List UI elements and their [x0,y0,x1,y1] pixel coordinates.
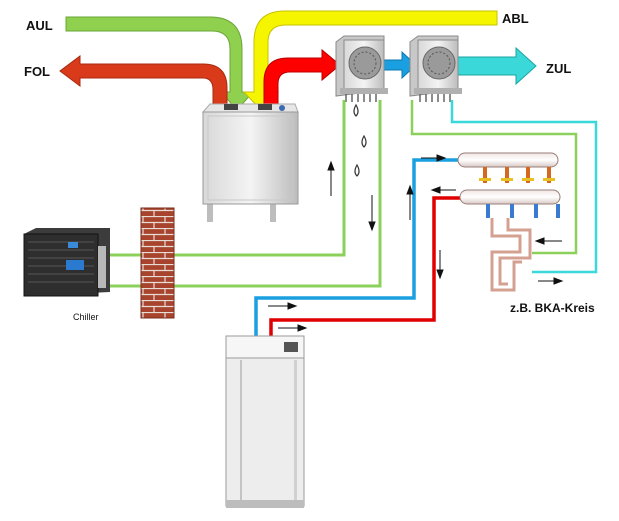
fol-label: FOL [24,64,50,79]
ventilation-unit-icon [201,103,299,222]
duct-coil-icon [335,35,388,102]
coil-pipe-green [410,100,578,255]
bka-label: z.B. BKA-Kreis [510,301,595,315]
coil-transfer-arrow [383,50,417,80]
glycol-pipe [101,100,382,288]
bka-circuit [490,218,532,292]
aul-label: AUL [26,18,53,33]
chiller-icon [23,228,110,297]
fol-arrow [59,55,228,109]
supply-air-arrow [263,48,341,107]
manifold-icon [457,152,561,218]
storage-tank-icon [225,335,305,508]
water-drop-icon [353,103,367,177]
duct-coil-icon [409,35,462,102]
supply-pipe [269,196,462,336]
coil-pipe-cyan [450,100,598,274]
return-pipe [254,158,460,336]
aul-arrow [65,16,255,111]
zul-arrow [455,46,537,86]
brick-wall-icon [140,207,175,319]
abl-label: ABL [502,11,529,26]
chiller-label: Chiller [73,312,99,322]
flow-arrow-icon [268,154,564,332]
zul-label: ZUL [546,61,572,76]
